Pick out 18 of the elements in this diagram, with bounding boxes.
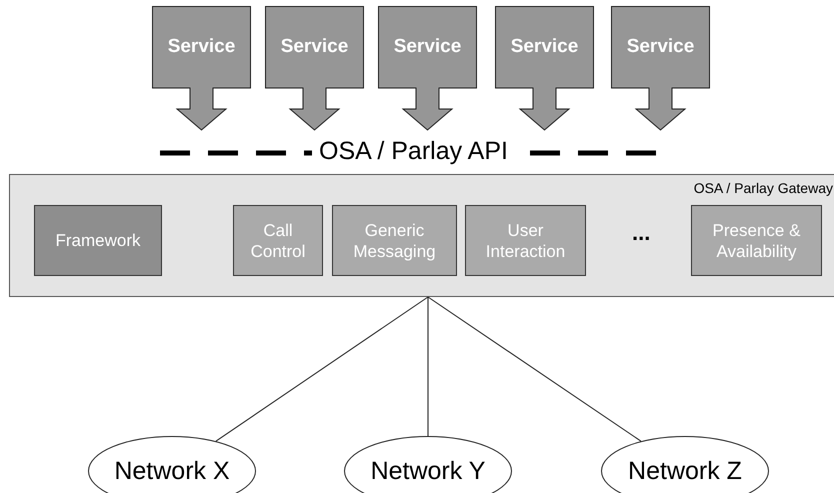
module-box: Framework — [34, 205, 162, 276]
service-arrow-box: Service — [378, 6, 477, 130]
network-ellipse: Network X — [88, 436, 256, 493]
module-box: Generic Messaging — [332, 205, 457, 276]
module-box: Call Control — [233, 205, 323, 276]
service-arrow-box: Service — [152, 6, 251, 130]
service-arrow-box: Service — [265, 6, 364, 130]
ellipsis-text: ... — [632, 220, 650, 246]
module-box: User Interaction — [465, 205, 586, 276]
network-ellipse: Network Z — [601, 436, 769, 493]
connector-line — [428, 296, 642, 442]
connector-line — [215, 296, 428, 442]
service-arrow-box: Service — [495, 6, 594, 130]
network-ellipse: Network Y — [344, 436, 512, 493]
service-arrow-box: Service — [611, 6, 710, 130]
gateway-title: OSA / Parlay Gateway — [694, 180, 833, 196]
gateway-panel — [9, 174, 834, 297]
module-box: Presence & Availability — [691, 205, 822, 276]
